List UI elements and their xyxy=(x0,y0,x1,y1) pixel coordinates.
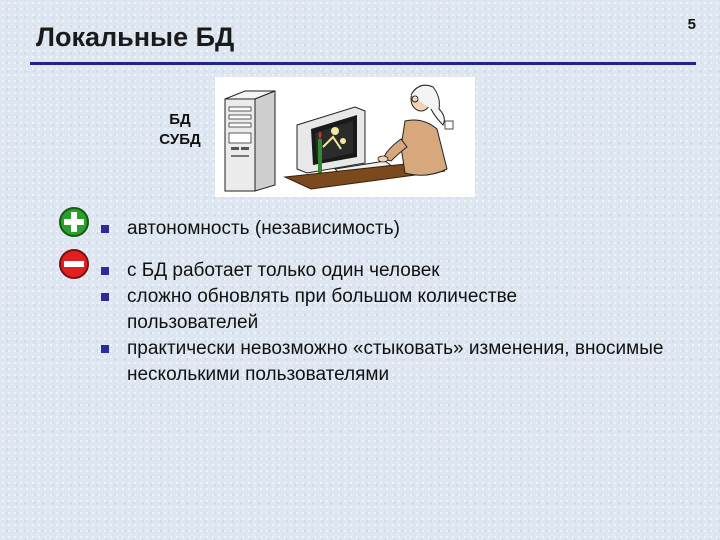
slide-title: Локальные БД xyxy=(36,22,235,52)
bullet-marker xyxy=(101,293,109,301)
user-at-computer-illustration xyxy=(215,77,475,197)
plus-circle-icon xyxy=(59,207,89,237)
list-item: сложно обновлять при большом количестве … xyxy=(101,284,701,336)
bullet-marker xyxy=(101,225,109,233)
list-item: автономность (независимость) xyxy=(101,216,701,242)
db-label-line2: СУБД xyxy=(159,131,201,148)
db-label-line1: БД xyxy=(169,111,191,128)
cons-list: с БД работает только один человек сложно… xyxy=(101,258,701,388)
minus-circle-icon xyxy=(59,249,89,279)
db-label: БД СУБД xyxy=(150,110,210,150)
list-item: практически невозможно «стыковать» измен… xyxy=(101,336,701,388)
bullet-marker xyxy=(101,267,109,275)
title-underline xyxy=(30,62,696,65)
computer-user-clipart xyxy=(224,84,454,192)
list-item: с БД работает только один человек xyxy=(101,258,701,284)
pros-list: автономность (независимость) xyxy=(101,216,701,242)
page-number: 5 xyxy=(687,16,696,33)
bullet-marker xyxy=(101,345,109,353)
